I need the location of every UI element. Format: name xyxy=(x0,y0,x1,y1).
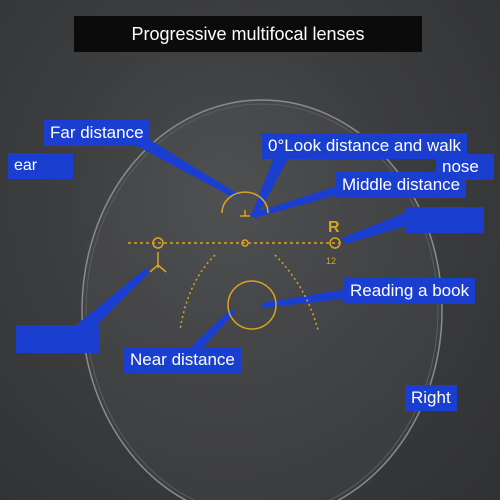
pointer-near-distance xyxy=(185,309,236,352)
label-middle-distance: Middle distance xyxy=(336,172,467,198)
label-ear: ear xyxy=(8,153,73,179)
pointer-empty-box-left xyxy=(70,268,150,340)
empty-label-box-right xyxy=(406,207,484,233)
empty-label-box-left xyxy=(16,325,100,353)
label-reading-book: Reading a book xyxy=(344,278,476,304)
lens-markings xyxy=(128,191,341,331)
lens-outline xyxy=(81,99,443,500)
lens-letter: R xyxy=(328,219,340,236)
pointer-reading-book xyxy=(262,288,352,308)
label-look-distance: 0°Look distance and walk xyxy=(262,133,467,159)
right-reference-circle xyxy=(329,237,341,249)
prism-reference-dot xyxy=(241,239,249,247)
left-triangle-mark xyxy=(149,252,167,273)
corridor-left xyxy=(179,254,216,331)
title-bar: Progressive multifocal lenses xyxy=(74,16,422,52)
label-near-distance: Near distance xyxy=(124,347,241,373)
far-zone-arc xyxy=(221,191,269,214)
pointer-far-distance xyxy=(135,140,240,197)
pointer-middle-distance xyxy=(250,185,355,218)
lens-number: 12 xyxy=(326,256,336,266)
lens-inner-rim xyxy=(85,103,439,500)
title-text: Progressive multifocal lenses xyxy=(131,23,365,44)
label-far-distance: Far distance xyxy=(44,120,150,146)
near-zone-circle xyxy=(227,280,277,330)
pointer-empty-box-right xyxy=(342,210,420,244)
label-right: Right xyxy=(405,385,457,411)
pointer-look-distance xyxy=(252,155,290,215)
left-reference-circle xyxy=(152,237,164,249)
